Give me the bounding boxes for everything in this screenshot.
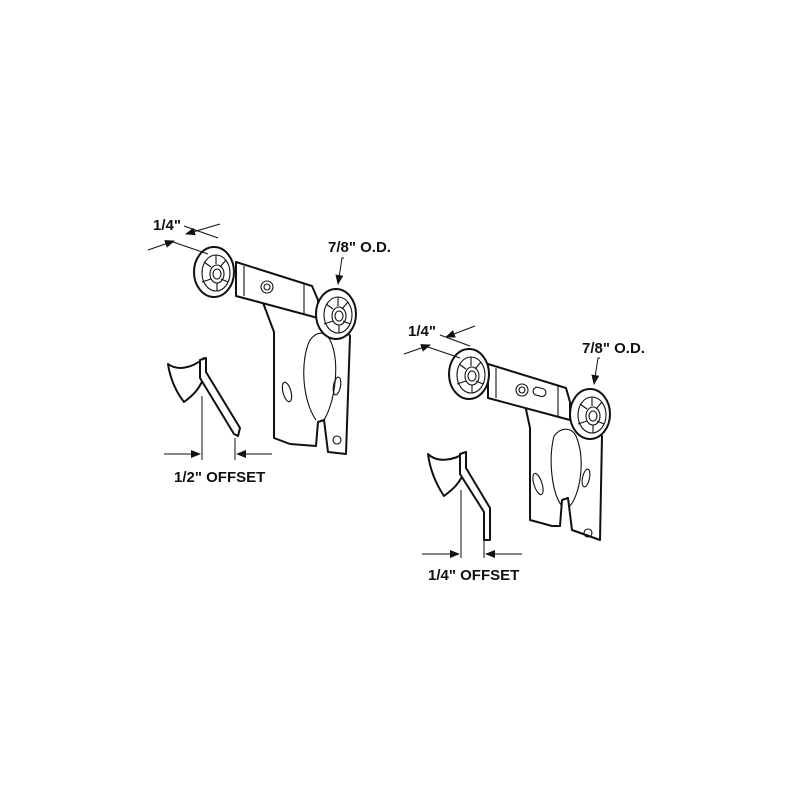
left-wheel-front-icon (315, 288, 357, 340)
right-assembly: 1/4" 7/8" O.D. 1/4" OFFSET (403, 323, 645, 584)
right-width-label: 1/4" (408, 323, 436, 340)
right-width-dimension: 1/4" (403, 323, 476, 359)
left-diameter-label: 7/8" O.D. (328, 239, 391, 256)
right-clip-icon (427, 451, 491, 541)
left-wheel-back-icon (193, 246, 235, 298)
left-offset-dimension: 1/2" OFFSET (164, 396, 272, 486)
right-diameter-label: 7/8" O.D. (582, 340, 645, 357)
left-diameter-dimension: 7/8" O.D. (328, 239, 391, 285)
right-offset-dimension: 1/4" OFFSET (422, 490, 522, 584)
left-width-dimension: 1/4" (147, 217, 221, 255)
left-clip-icon (167, 357, 241, 437)
right-offset-label: 1/4" OFFSET (428, 567, 519, 584)
right-diameter-dimension: 7/8" O.D. (582, 340, 645, 385)
left-width-label: 1/4" (153, 217, 181, 234)
right-wheel-front-icon (569, 388, 611, 440)
left-offset-label: 1/2" OFFSET (174, 469, 265, 486)
left-assembly: 1/4" 7/8" O.D. 1/2" OFFSET (147, 217, 391, 486)
